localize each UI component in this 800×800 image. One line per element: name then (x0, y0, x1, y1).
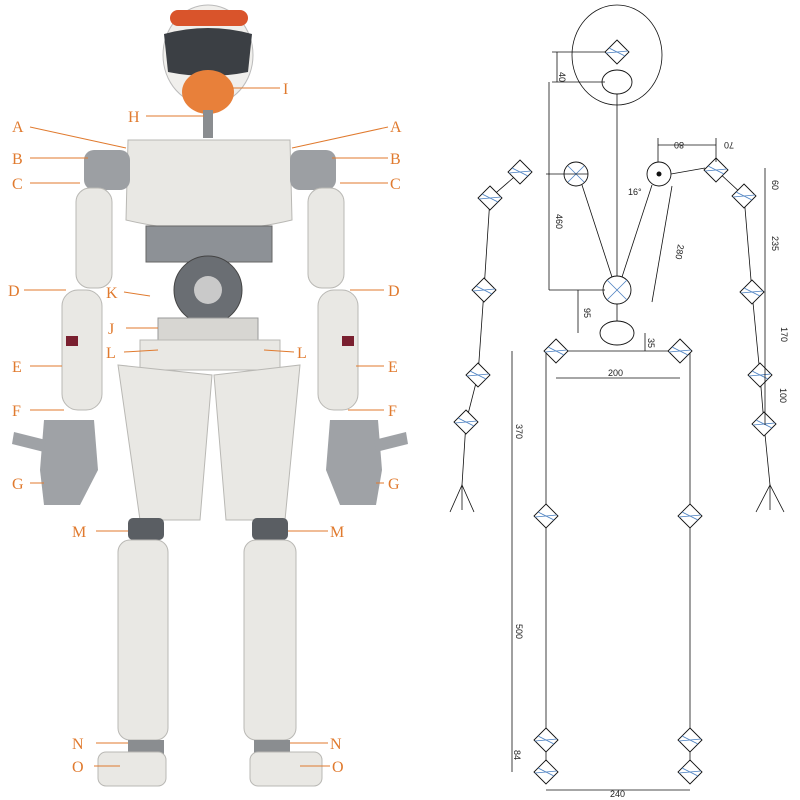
label-l-right: L (297, 345, 307, 362)
label-n-left: N (72, 736, 84, 753)
label-m-left: M (72, 524, 86, 541)
label-n-right: N (330, 736, 342, 753)
label-g-right: G (388, 476, 400, 493)
robot-right-leg (213, 364, 323, 787)
schematic-left-arm (449, 159, 533, 513)
label-o-right: O (332, 759, 344, 776)
dim-70: 70 (724, 140, 734, 150)
label-c-right: C (390, 176, 401, 193)
label-b-right: B (390, 151, 401, 168)
dimension-lines (511, 51, 766, 791)
robot-left-leg (97, 364, 213, 787)
dim-170: 170 (779, 327, 789, 342)
dim-370: 370 (514, 424, 524, 439)
label-j: J (108, 321, 114, 338)
dim-235: 235 (770, 236, 780, 251)
dim-95: 95 (582, 308, 592, 318)
dim-84: 84 (512, 750, 522, 760)
label-f-right: F (388, 403, 397, 420)
label-d-left: D (8, 283, 20, 300)
dim-280: 280 (673, 244, 685, 261)
dim-200: 200 (608, 368, 623, 378)
dim-60: 60 (770, 180, 780, 190)
face-visor (182, 70, 234, 114)
dim-460: 460 (554, 214, 564, 229)
dim-240: 240 (610, 789, 625, 799)
dim-500: 500 (514, 624, 524, 639)
robot-torso (125, 139, 293, 371)
neck (203, 110, 213, 138)
robot-head (162, 4, 254, 138)
schematic-right-arm (703, 157, 785, 513)
dim-100: 100 (778, 388, 788, 403)
dim-16-degrees: 16° (628, 187, 642, 197)
dim-40: 40 (557, 72, 567, 82)
dim-35: 35 (646, 338, 656, 348)
kinematic-schematic: 40 80 70 16° 460 280 60 235 170 100 95 3… (449, 4, 789, 799)
label-e-right: E (388, 359, 398, 376)
robot-left-arm (12, 150, 130, 505)
schematic-torso (546, 161, 706, 352)
robot-right-arm (290, 150, 408, 505)
schematic-legs (533, 338, 703, 785)
label-h: H (128, 109, 140, 126)
label-k: K (106, 285, 118, 302)
label-m-right: M (330, 524, 344, 541)
label-f-left: F (12, 403, 21, 420)
label-e-left: E (12, 359, 22, 376)
label-leaders (24, 87, 389, 767)
label-o-left: O (72, 759, 84, 776)
schematic-head (571, 4, 663, 290)
label-g-left: G (12, 476, 24, 493)
dim-80: 80 (674, 140, 684, 150)
label-l-left: L (106, 345, 116, 362)
label-a-left: A (12, 119, 24, 136)
label-d-right: D (388, 283, 400, 300)
label-c-left: C (12, 176, 23, 193)
label-i: I (283, 81, 288, 98)
robot-illustration: A A B B C C D D E E F F G G H I J K L L … (8, 4, 408, 787)
label-a-right: A (390, 119, 402, 136)
label-b-left: B (12, 151, 23, 168)
